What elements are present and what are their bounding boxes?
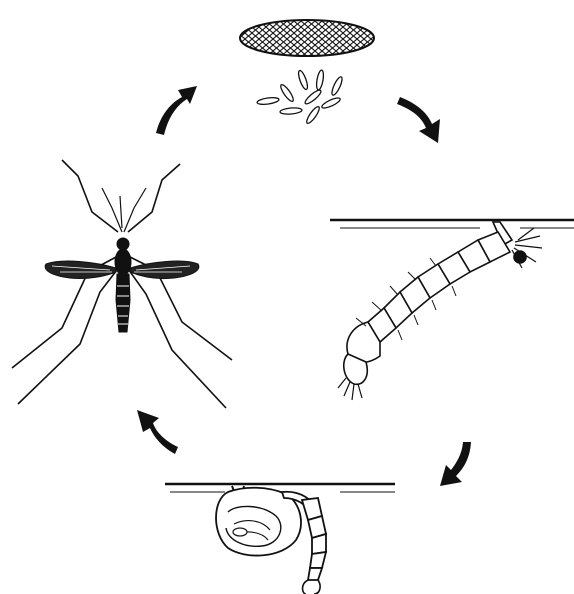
egg	[279, 83, 295, 103]
loose-eggs	[257, 70, 344, 125]
egg	[303, 88, 322, 105]
egg	[305, 105, 321, 125]
pupa-segment	[310, 552, 326, 568]
egg	[330, 76, 344, 97]
mosquito-thorax	[115, 249, 131, 275]
egg	[257, 96, 280, 105]
pupa-body	[216, 486, 326, 594]
larva-stage	[330, 220, 574, 400]
adult-stage	[12, 160, 232, 408]
pupa-segment	[312, 534, 326, 554]
egg	[315, 70, 324, 91]
egg-raft	[240, 20, 374, 56]
egg	[280, 107, 302, 115]
pupa-stage	[165, 484, 395, 594]
egg-stage	[240, 20, 374, 125]
mosquito-abdomen	[116, 274, 130, 332]
arrow-icon	[440, 442, 471, 486]
egg	[297, 70, 309, 91]
pupa-eye	[233, 528, 247, 536]
larva-body	[338, 222, 542, 400]
arrow-icon	[156, 86, 197, 135]
arrow-icon	[397, 97, 440, 143]
pupa-segment	[308, 568, 322, 580]
mosquito-body	[115, 238, 131, 332]
pupa-paddles	[303, 580, 321, 594]
water-surface	[330, 220, 574, 228]
larva-tail	[514, 251, 526, 263]
mosquito-head	[117, 238, 129, 250]
arrow-icon	[137, 410, 178, 454]
egg	[321, 96, 342, 110]
